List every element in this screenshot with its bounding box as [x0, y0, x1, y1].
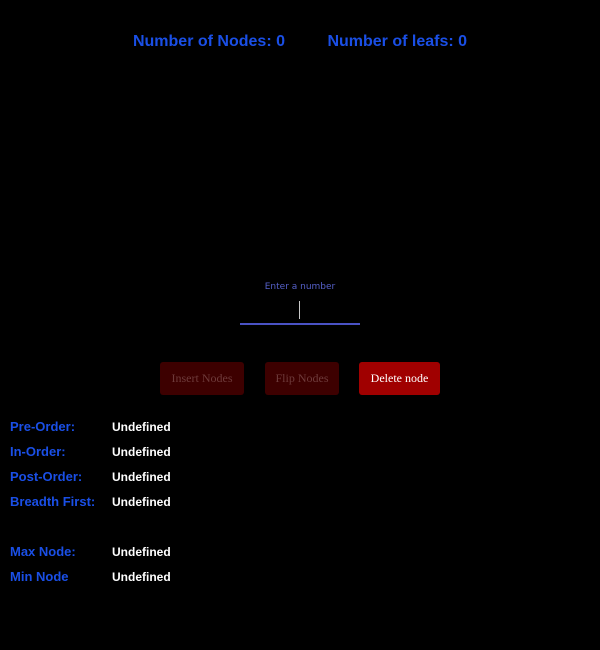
- in-order-label: In-Order:: [10, 444, 66, 459]
- min-node-value: Undefined: [112, 570, 171, 584]
- pre-order-label: Pre-Order:: [10, 419, 76, 434]
- post-order-label: Post-Order:: [10, 469, 83, 484]
- leaf-count: Number of leafs: 0: [327, 33, 468, 50]
- max-node-value: Undefined: [112, 545, 171, 559]
- min-node-label: Min Node: [10, 569, 69, 584]
- tree-stats-bar: Number of Nodes: 0 Number of leafs: 0: [0, 33, 600, 51]
- in-order-value: Undefined: [112, 445, 171, 459]
- max-node-label: Max Node:: [10, 544, 76, 559]
- number-input[interactable]: [240, 299, 360, 325]
- number-input-label: Enter a number: [264, 282, 336, 292]
- flip-nodes-button[interactable]: Flip Nodes: [265, 362, 339, 395]
- insert-nodes-button[interactable]: Insert Nodes: [160, 362, 244, 395]
- breadth-first-label: Breadth First:: [10, 494, 96, 509]
- number-input-group: Enter a number: [240, 281, 360, 325]
- node-count: Number of Nodes: 0: [132, 33, 285, 50]
- delete-node-button[interactable]: Delete node: [359, 362, 440, 395]
- post-order-value: Undefined: [112, 470, 171, 484]
- pre-order-value: Undefined: [112, 420, 171, 434]
- breadth-first-value: Undefined: [112, 495, 171, 509]
- text-caret: [299, 301, 300, 319]
